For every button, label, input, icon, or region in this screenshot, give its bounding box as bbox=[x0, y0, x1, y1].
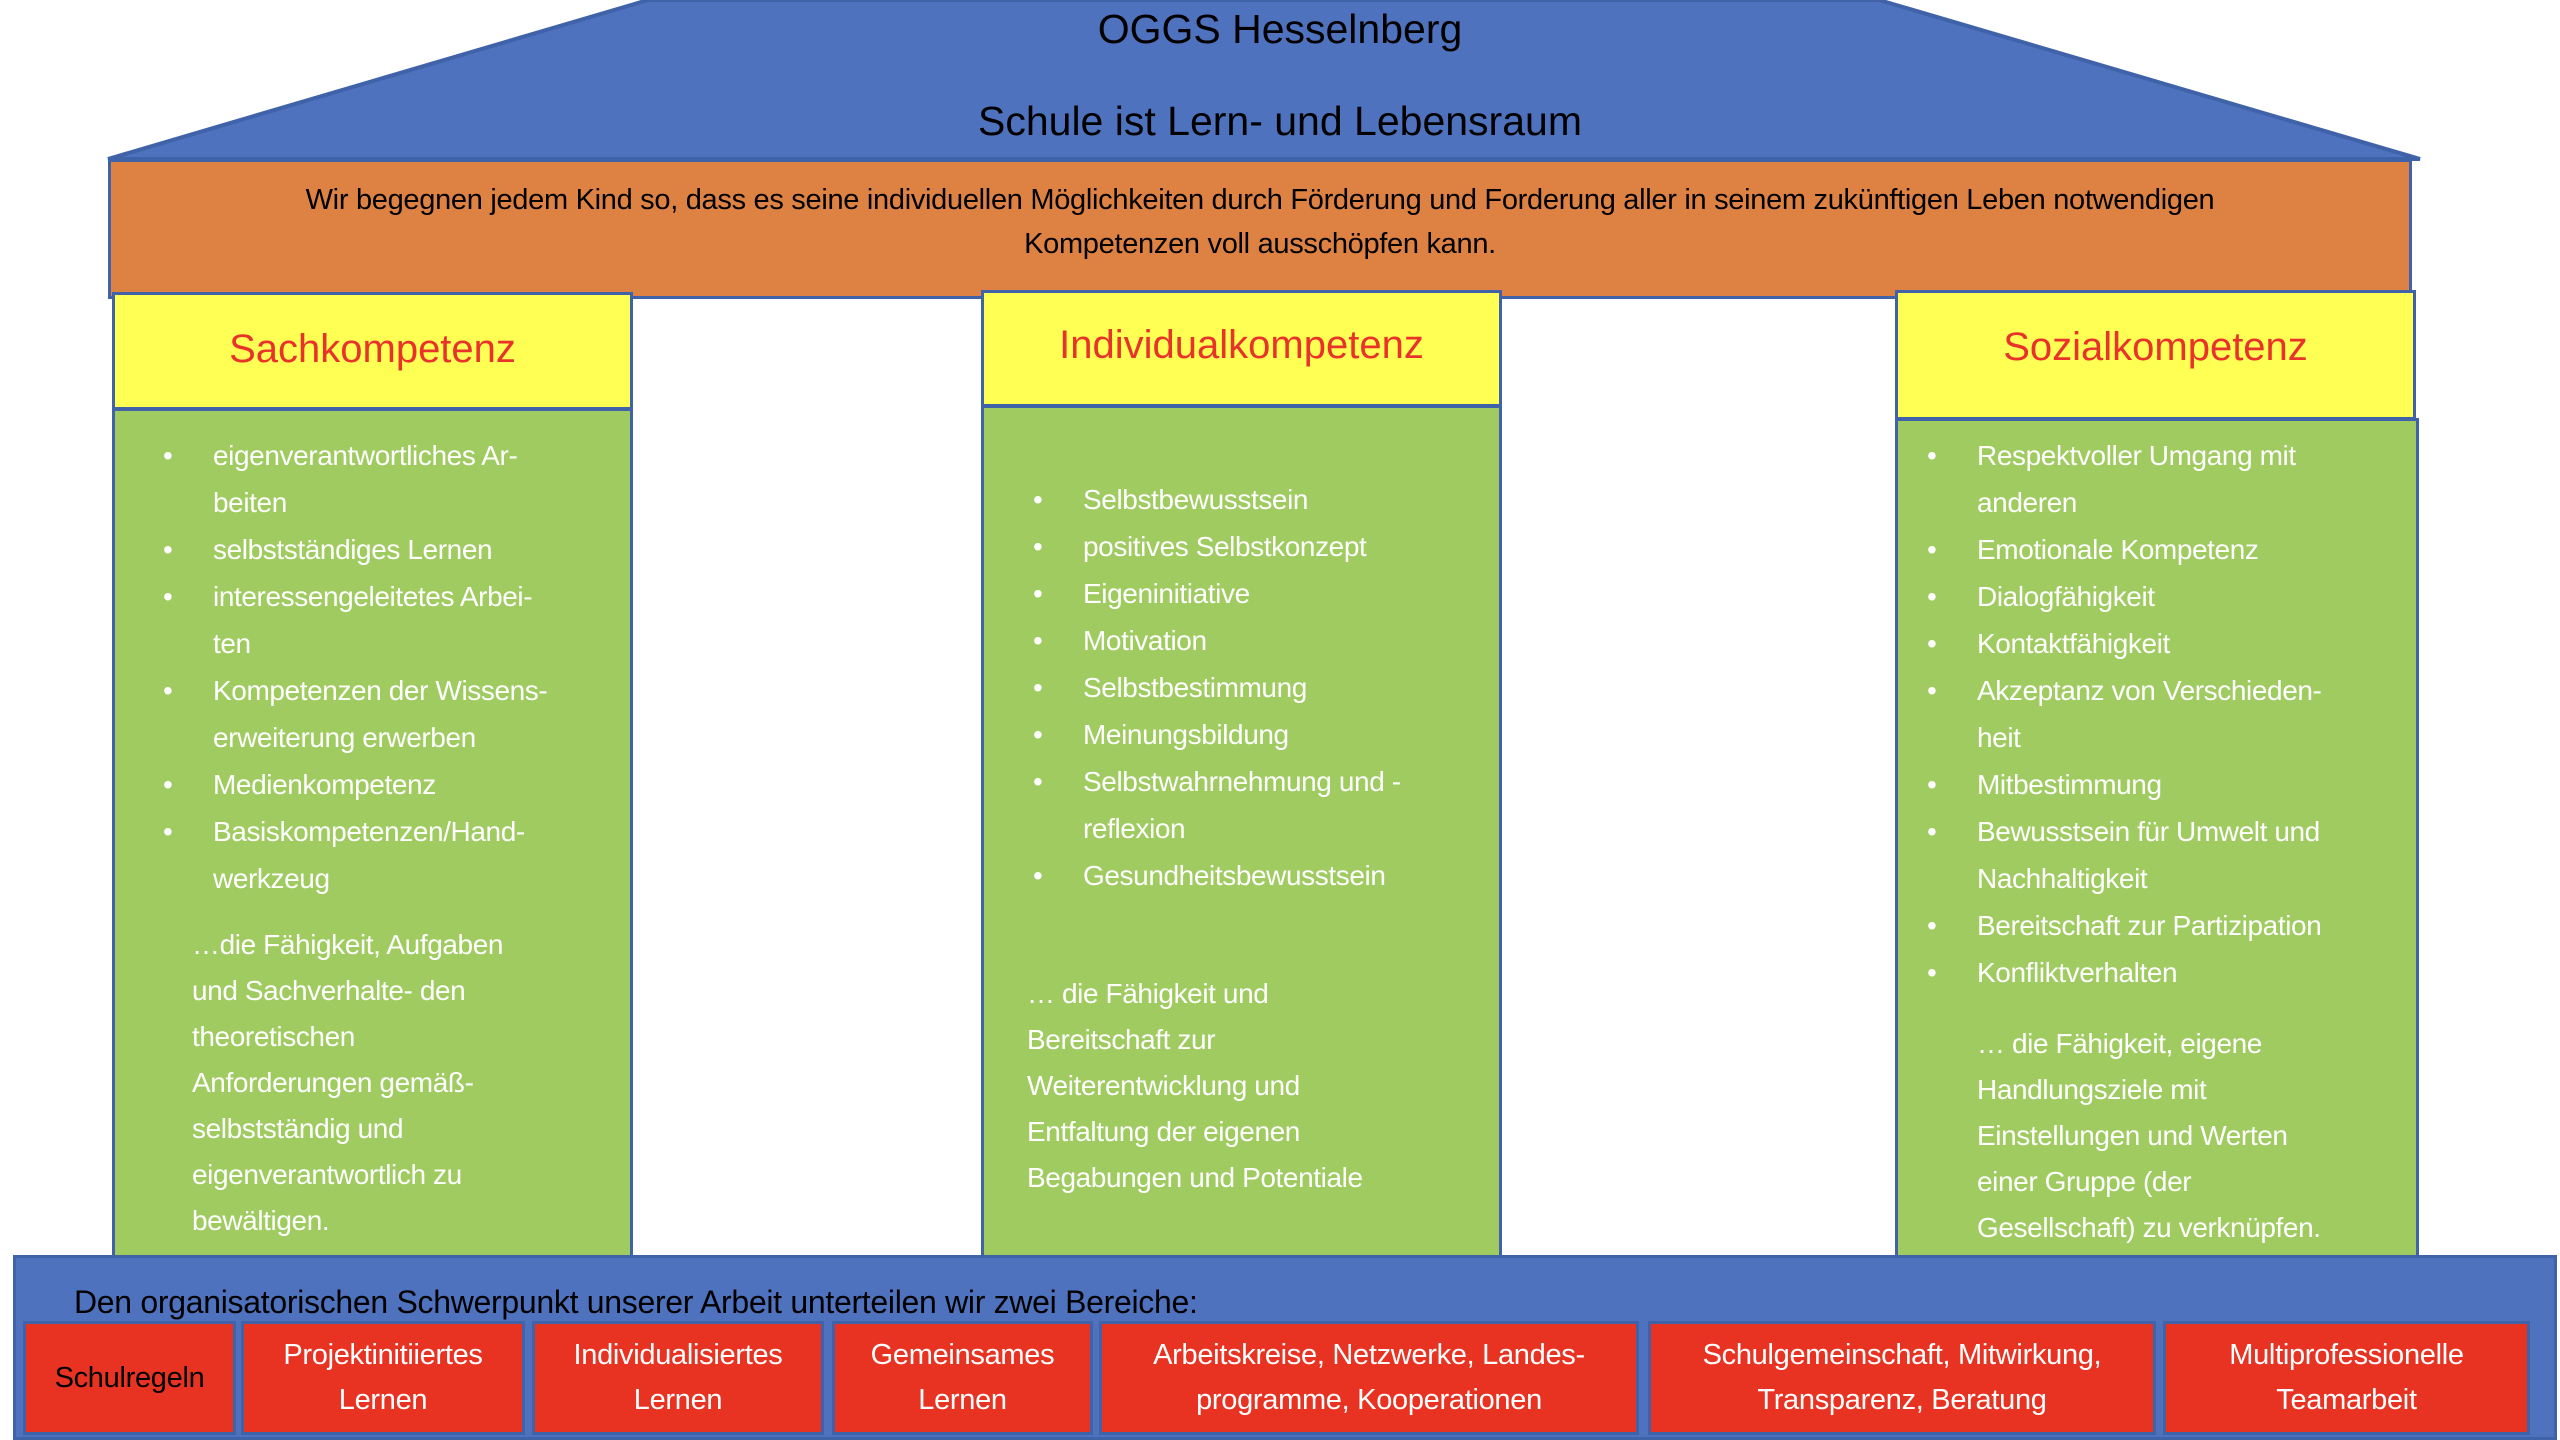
pillar-sach bbox=[112, 408, 633, 1258]
school-name: OGGS Hesselnberg bbox=[1097, 6, 1463, 52]
motto: Schule ist Lern- und Lebensraum bbox=[978, 98, 1582, 144]
list-item-text: Respektvoller Umgang mit anderen bbox=[1977, 440, 2296, 518]
list-item: • Dialogfähigkeit bbox=[1927, 573, 2407, 620]
mission-text: Wir begegnen jedem Kind so, dass es sein… bbox=[305, 184, 2215, 260]
bullet-icon: • bbox=[1033, 672, 1043, 703]
bullet-icon: • bbox=[1033, 719, 1043, 750]
description-sach: …die Fähigkeit, Aufgaben und Sachverhalt… bbox=[192, 929, 504, 1236]
bullet-icon: • bbox=[1927, 910, 1937, 941]
description-sozial: … die Fähigkeit, eigene Handlungsziele m… bbox=[1977, 1028, 2321, 1243]
list-item: • Eigeninitiative bbox=[1033, 570, 1493, 617]
bullet-icon: • bbox=[163, 581, 173, 612]
list-item-text: Mitbestimmung bbox=[1977, 769, 2162, 800]
list-item-text: eigenverantwortliches Ar- beiten bbox=[213, 440, 518, 518]
bullet-icon: • bbox=[1033, 766, 1043, 797]
list-item: • Meinungsbildung bbox=[1033, 711, 1493, 758]
pillar-heading-individual: Individualkompetenz bbox=[981, 290, 1502, 407]
list-item: • Bereitschaft zur Partizipation bbox=[1927, 902, 2407, 949]
roof bbox=[107, 0, 2421, 161]
list-item-text: Bereitschaft zur Partizipation bbox=[1977, 910, 2322, 941]
list-item: • Gesundheitsbewusstsein bbox=[1033, 852, 1493, 899]
list-item-text: Motivation bbox=[1083, 625, 1207, 656]
list-item: • Selbstwahrnehmung und - reflexion bbox=[1033, 758, 1493, 852]
pillar-heading-sach: Sachkompetenz bbox=[112, 292, 633, 410]
list-item: • Mitbestimmung bbox=[1927, 761, 2407, 808]
bullet-icon: • bbox=[1927, 581, 1937, 612]
list-item-text: Basiskompetenzen/Hand- werkzeug bbox=[213, 816, 525, 894]
list-item-text: positives Selbstkonzept bbox=[1083, 531, 1367, 562]
list-item-text: Medienkompetenz bbox=[213, 769, 436, 800]
bullet-icon: • bbox=[1927, 957, 1937, 988]
list-item-text: Kontaktfähigkeit bbox=[1977, 628, 2170, 659]
bullet-icon: • bbox=[1927, 534, 1937, 565]
bullet-icon: • bbox=[1927, 675, 1937, 706]
list-item: • eigenverantwortliches Ar- beiten bbox=[163, 432, 623, 526]
list-item-text: Akzeptanz von Verschieden- heit bbox=[1977, 675, 2322, 753]
description-individual: … die Fähigkeit und Bereitschaft zur Wei… bbox=[1027, 978, 1363, 1193]
bullet-icon: • bbox=[1927, 816, 1937, 847]
list-sach: • eigenverantwortliches Ar- beiten • selbst… bbox=[163, 432, 623, 902]
list-item-text: Meinungsbildung bbox=[1083, 719, 1289, 750]
bullet-icon: • bbox=[1033, 531, 1043, 562]
bullet-icon: • bbox=[163, 440, 173, 471]
list-item: • Akzeptanz von Verschieden- heit bbox=[1927, 667, 2407, 761]
list-item-text: Selbstwahrnehmung und - reflexion bbox=[1083, 766, 1401, 844]
list-individual: • Selbstbewusstsein • positives Selbstkonze… bbox=[1033, 476, 1493, 899]
bullet-icon: • bbox=[163, 816, 173, 847]
list-item-text: Eigeninitiative bbox=[1083, 578, 1250, 609]
list-item: • Medienkompetenz bbox=[163, 761, 623, 808]
list-item: • Kontaktfähigkeit bbox=[1927, 620, 2407, 667]
list-item-text: Dialogfähigkeit bbox=[1977, 581, 2155, 612]
foundation-text: Den organisatorischen Schwerpunkt unsere… bbox=[74, 1284, 1198, 1320]
list-item-text: Bewusstsein für Umwelt und Nachhaltigkei… bbox=[1977, 816, 2320, 894]
area-box: Multiprofessionelle Teamarbeit bbox=[2163, 1321, 2530, 1435]
list-item: • Motivation bbox=[1033, 617, 1493, 664]
list-item: • Konfliktverhalten bbox=[1927, 949, 2407, 996]
list-item: • Basiskompetenzen/Hand- werkzeug bbox=[163, 808, 623, 902]
list-item-text: Selbstbestimmung bbox=[1083, 672, 1307, 703]
area-box: Individualisiertes Lernen bbox=[532, 1321, 824, 1435]
list-item: • Selbstbestimmung bbox=[1033, 664, 1493, 711]
list-item-text: Konfliktverhalten bbox=[1977, 957, 2178, 988]
pillar-sozial bbox=[1895, 418, 2419, 1258]
list-item: • Bewusstsein für Umwelt und Nachhaltigke… bbox=[1927, 808, 2407, 902]
list-item-text: interessengeleitetes Arbei- ten bbox=[213, 581, 533, 659]
bullet-icon: • bbox=[1927, 769, 1937, 800]
list-item-text: selbstständiges Lernen bbox=[213, 534, 493, 565]
list-item: • interessengeleitetes Arbei- ten bbox=[163, 573, 623, 667]
mission-statement: Wir begegnen jedem Kind so, dass es sein… bbox=[108, 159, 2412, 299]
pillar-individual bbox=[981, 405, 1502, 1258]
list-item-text: Kompetenzen der Wissens- erweiterung erw… bbox=[213, 675, 548, 753]
bullet-icon: • bbox=[163, 769, 173, 800]
list-item-text: Emotionale Kompetenz bbox=[1977, 534, 2259, 565]
list-item: • Respektvoller Umgang mit anderen bbox=[1927, 432, 2407, 526]
bullet-icon: • bbox=[1033, 484, 1043, 515]
list-item: • Selbstbewusstsein bbox=[1033, 476, 1493, 523]
list-item-text: Gesundheitsbewusstsein bbox=[1083, 860, 1386, 891]
area-box: Arbeitskreise, Netzwerke, Landes- progra… bbox=[1099, 1321, 1639, 1435]
bullet-icon: • bbox=[163, 534, 173, 565]
area-box: Gemeinsames Lernen bbox=[832, 1321, 1093, 1435]
bullet-icon: • bbox=[1033, 625, 1043, 656]
list-item: • selbstständiges Lernen bbox=[163, 526, 623, 573]
list-item: • Kompetenzen der Wissens- erweiterung er… bbox=[163, 667, 623, 761]
pillar-heading-sozial: Sozialkompetenz bbox=[1895, 290, 2416, 420]
bullet-icon: • bbox=[163, 675, 173, 706]
list-item: • Emotionale Kompetenz bbox=[1927, 526, 2407, 573]
list-item-text: Selbstbewusstsein bbox=[1083, 484, 1309, 515]
area-box: Schulregeln bbox=[23, 1321, 236, 1435]
area-box: Schulgemeinschaft, Mitwirkung, Transpare… bbox=[1648, 1321, 2156, 1435]
bullet-icon: • bbox=[1927, 440, 1937, 471]
list-sozial: • Respektvoller Umgang mit anderen • Emotio… bbox=[1927, 432, 2407, 996]
bullet-icon: • bbox=[1927, 628, 1937, 659]
area-box: Projektinitiiertes Lernen bbox=[241, 1321, 525, 1435]
bullet-icon: • bbox=[1033, 578, 1043, 609]
bullet-icon: • bbox=[1033, 860, 1043, 891]
list-item: • positives Selbstkonzept bbox=[1033, 523, 1493, 570]
